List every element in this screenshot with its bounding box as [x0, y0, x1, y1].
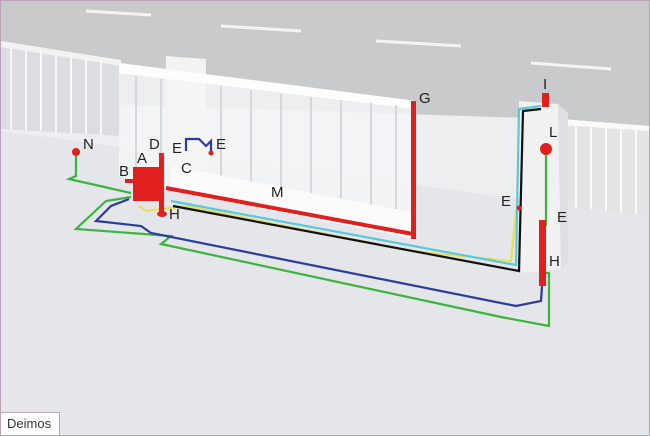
devices	[72, 93, 552, 286]
wire-green-photocell-n	[65, 156, 132, 195]
photocell-e	[208, 150, 214, 156]
post-h	[539, 220, 546, 286]
label-e-photocell: E	[216, 136, 227, 153]
wiring	[65, 104, 551, 328]
motor-a	[133, 167, 160, 201]
label-e-right: E	[557, 209, 568, 226]
label-h-left: H	[169, 206, 180, 223]
label-i: I	[543, 76, 548, 93]
antenna-i	[542, 93, 549, 107]
post-d	[159, 153, 164, 215]
brand-label: Deimos	[1, 412, 61, 435]
wire-black	[172, 107, 542, 273]
wire-blue	[93, 197, 544, 308]
label-m: M	[271, 184, 284, 201]
right-fence	[561, 119, 649, 216]
right-pillar	[519, 101, 561, 273]
gate-edge-g	[411, 101, 416, 239]
post-h-base	[157, 211, 167, 217]
right-pillar-side	[558, 104, 568, 269]
left-fence	[1, 41, 121, 136]
label-c: C	[181, 160, 192, 177]
label-d: D	[149, 136, 160, 153]
label-e-left: E	[172, 140, 183, 157]
label-a: A	[137, 150, 148, 167]
label-g: G	[419, 90, 431, 107]
wire-cyan	[170, 104, 542, 267]
photocell-n	[72, 148, 80, 156]
wire-green-loop	[73, 195, 551, 328]
road-markings	[85, 9, 612, 71]
lamp-l	[540, 143, 552, 155]
label-l: L	[549, 124, 558, 141]
label-h-right: H	[549, 253, 560, 270]
label-e-pillar: E	[501, 193, 512, 210]
wire-blue-photocell	[184, 137, 213, 153]
label-b: B	[119, 163, 130, 180]
release-b	[125, 179, 135, 183]
photocell-e-right	[516, 205, 522, 211]
label-n: N	[83, 136, 94, 153]
rack-m	[165, 186, 414, 236]
